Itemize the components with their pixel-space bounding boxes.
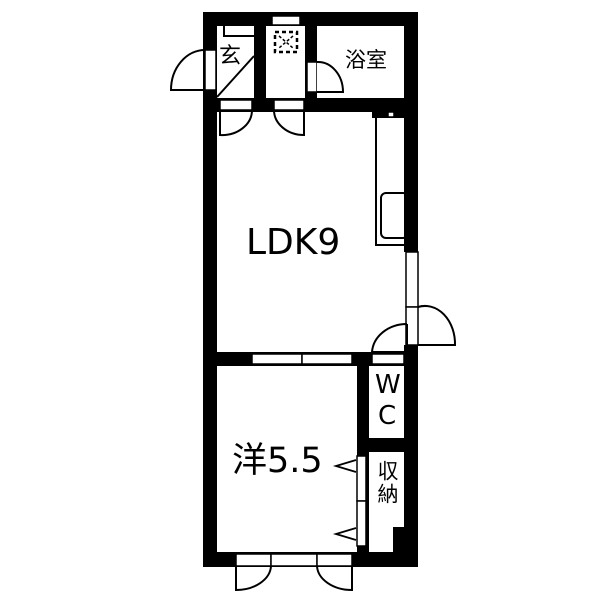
wc-label-c: C (378, 401, 397, 431)
door-swings (169, 49, 457, 592)
ldk-label: LDK9 (246, 222, 341, 263)
sliding-door-arrows (332, 459, 357, 541)
storage-label: 収納 (375, 460, 399, 506)
entrance-door[interactable] (169, 49, 206, 91)
washing-machine-icon (273, 30, 299, 54)
kitchen-sink-icon (380, 192, 409, 239)
openings (204, 15, 419, 567)
bathroom-label: 浴室 (345, 48, 387, 72)
entrance-label: 玄 (219, 44, 242, 69)
entrance-fixtures (216, 26, 255, 98)
kitchen-counter (375, 118, 409, 246)
wc-label-w: W (375, 370, 401, 400)
western-room-label: 洋5.5 (232, 441, 323, 481)
room-outlines (217, 26, 404, 98)
